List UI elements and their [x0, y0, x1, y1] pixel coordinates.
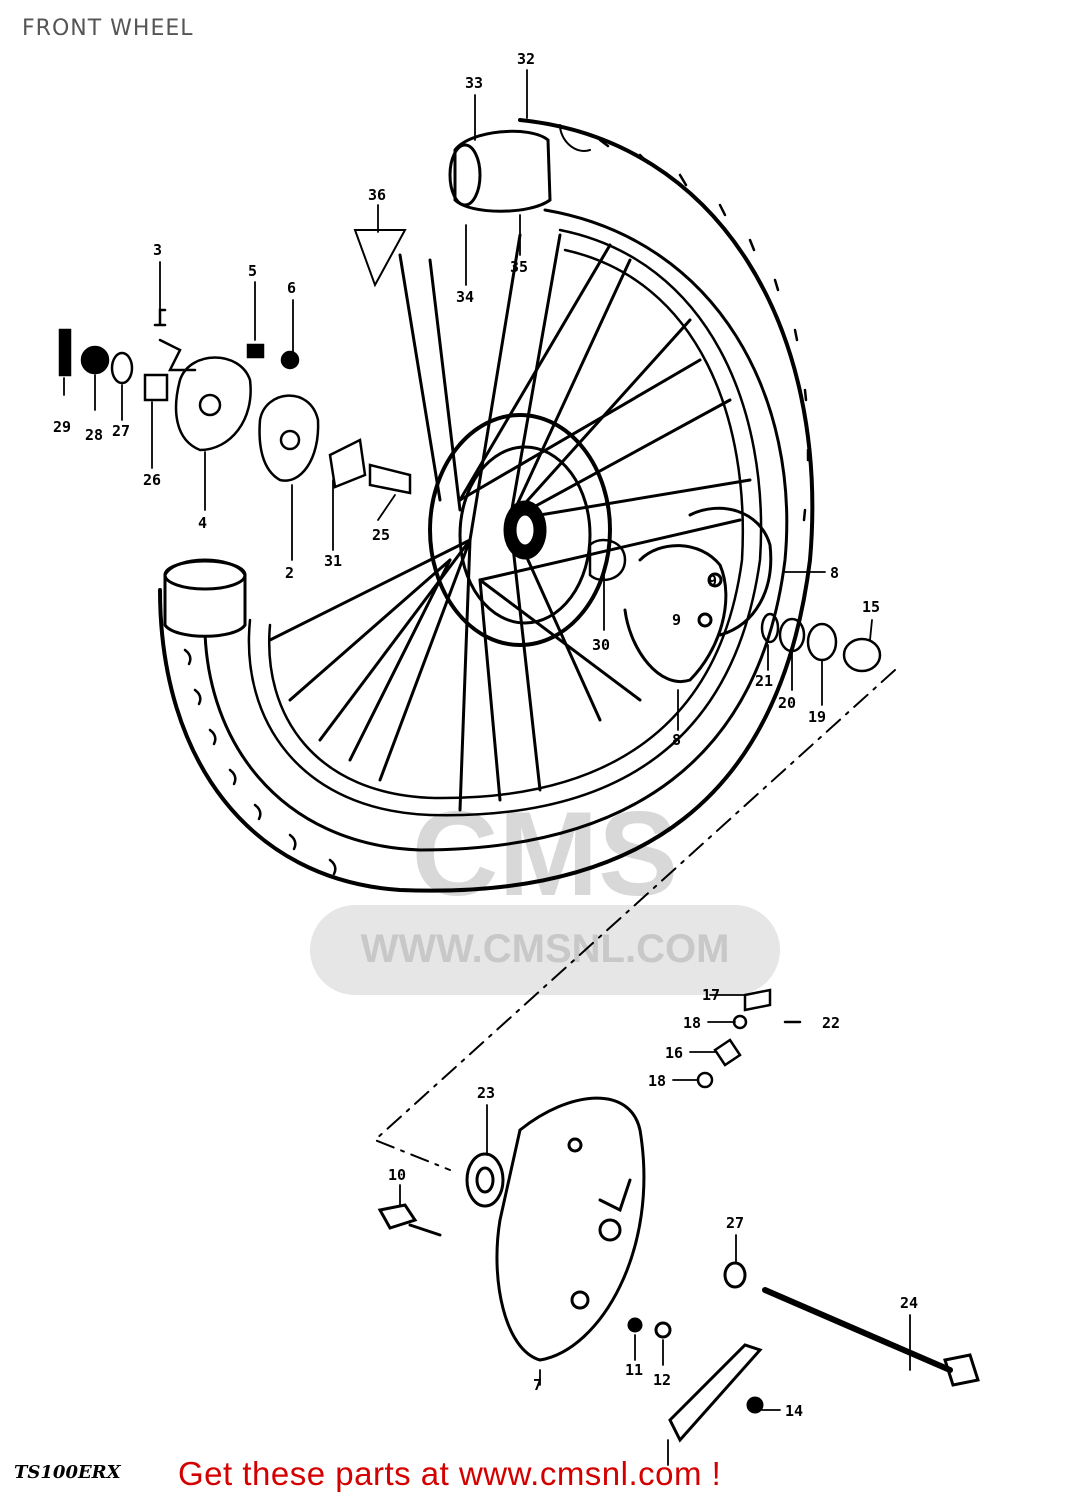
part-label: 34 [456, 288, 474, 306]
part-label: 11 [625, 1361, 643, 1379]
washer-27b [723, 1261, 747, 1289]
part-label: 33 [465, 74, 483, 92]
brake-shoes [623, 506, 773, 683]
model-code: TS100ERX [14, 1462, 121, 1483]
left-parts [58, 308, 627, 582]
part-label: 9 [672, 611, 681, 629]
part-label: 12 [653, 1371, 671, 1389]
part-label: 7 [533, 1376, 542, 1394]
part-label: 36 [368, 186, 386, 204]
part-label: 18 [683, 1014, 701, 1032]
watermark: WWW.CMSNL.COM CMS [310, 787, 780, 995]
assembly-axis [373, 669, 896, 1171]
tube-section-top [448, 129, 552, 213]
part-label: 4 [198, 514, 207, 532]
rim [247, 228, 763, 817]
part-label: 24 [900, 1294, 918, 1312]
tube-section-bottom [163, 558, 247, 638]
part-label: 8 [672, 731, 681, 749]
part-label: 19 [808, 708, 826, 726]
part-label: 3 [153, 241, 162, 259]
part-label: 35 [510, 258, 528, 276]
part-label: 22 [822, 1014, 840, 1032]
part-label: 5 [248, 262, 257, 280]
watermark-logo: CMS [412, 787, 679, 921]
part-label: 31 [324, 552, 342, 570]
part-label: 10 [388, 1166, 406, 1184]
axle-24 [762, 1287, 953, 1373]
part-label: 23 [477, 1084, 495, 1102]
part-label: 21 [755, 672, 773, 690]
part-label: 29 [53, 418, 71, 436]
part-label: 17 [702, 986, 720, 1004]
tire [158, 118, 815, 893]
page-title: FRONT WHEEL [22, 16, 194, 41]
part-label: 6 [287, 279, 296, 297]
part-label: 27 [112, 422, 130, 440]
seal [465, 1152, 505, 1208]
part-label: 30 [592, 636, 610, 654]
part-label: 26 [143, 471, 161, 489]
brake-panel [495, 1096, 646, 1362]
part-label: 28 [85, 426, 103, 444]
watermark-url: WWW.CMSNL.COM [361, 927, 730, 971]
part-label: 25 [372, 526, 390, 544]
part-labels: 2 3 4 5 6 7 8 8 9 9 10 11 12 14 15 16 17… [53, 50, 918, 1420]
part-label: 2 [285, 564, 294, 582]
bolt-10 [377, 1203, 418, 1230]
rim-band-bracket [353, 229, 407, 288]
leader-lines [63, 69, 911, 1466]
part-label: 9 [708, 572, 717, 590]
part-label: 20 [778, 694, 796, 712]
brake-lever [668, 1343, 763, 1443]
buy-parts-link[interactable]: Get these parts at www.cmsnl.com ! [178, 1455, 722, 1492]
part-label: 15 [862, 598, 880, 616]
part-label: 8 [830, 564, 839, 582]
cam-parts [696, 988, 802, 1089]
part-label: 27 [726, 1214, 744, 1232]
right-washers [760, 612, 882, 673]
rim-band-line [398, 253, 442, 502]
part-label: 32 [517, 50, 535, 68]
part-label: 16 [665, 1044, 683, 1062]
spokes [268, 233, 752, 812]
part-label: 18 [648, 1072, 666, 1090]
hub [428, 413, 612, 647]
part-label: 14 [785, 1402, 803, 1420]
